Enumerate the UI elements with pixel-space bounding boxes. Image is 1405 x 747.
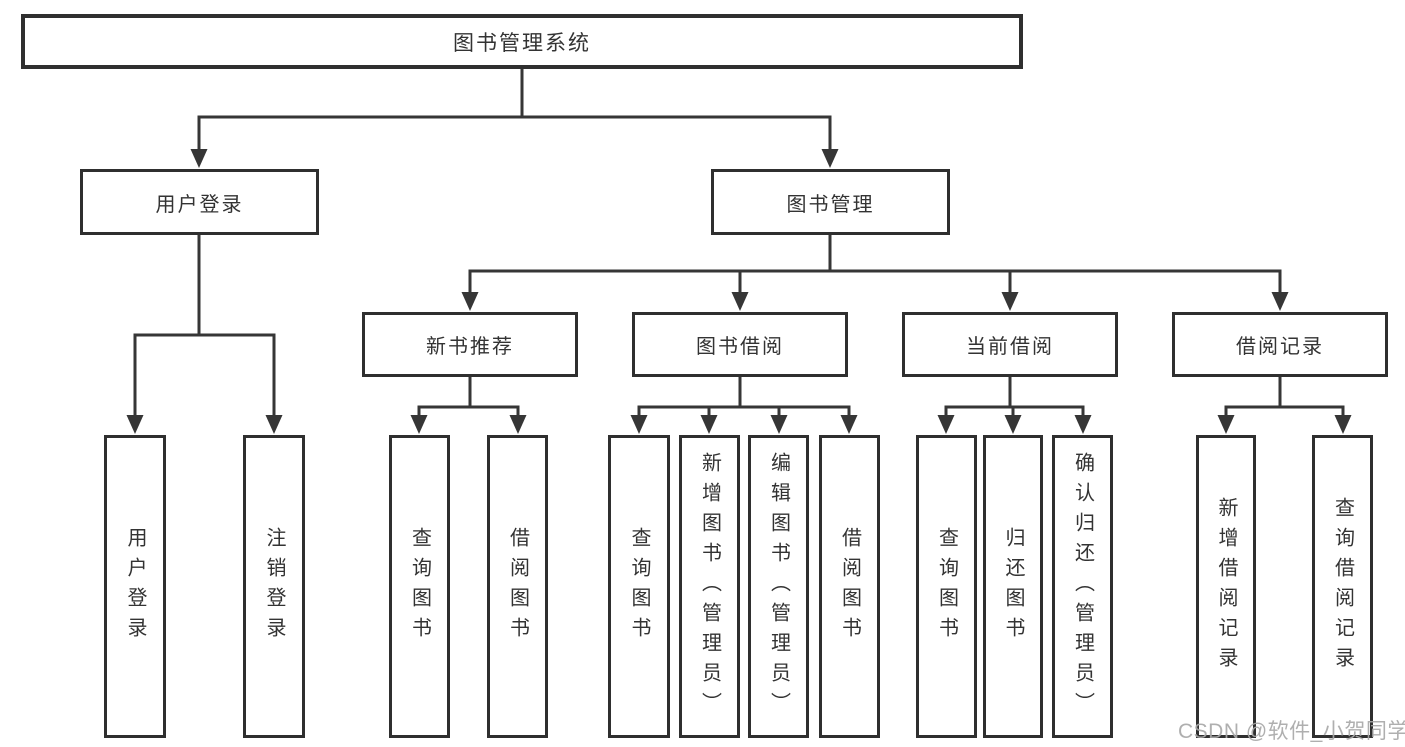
node-borrowing-records: 借阅记录: [1172, 312, 1388, 377]
node-user-login: 用户登录: [80, 169, 319, 235]
leaf-add-borrow-record: 新增借阅记录: [1196, 435, 1256, 738]
leaf-query-books-1-label: 查询图书: [408, 526, 431, 647]
node-current-borrowing: 当前借阅: [902, 312, 1118, 377]
leaf-add-book-admin-label: 新增图书（管理员）: [698, 451, 721, 722]
leaf-logout-label: 注销登录: [263, 526, 285, 647]
node-book-borrowing: 图书借阅: [632, 312, 848, 377]
leaf-user-login-label: 用户登录: [124, 526, 146, 647]
leaf-query-borrow-record-label: 查询借阅记录: [1331, 496, 1354, 677]
arrowheads: [126, 149, 1352, 434]
leaf-borrow-books-2-label: 借阅图书: [838, 526, 861, 647]
leaf-query-books-3-label: 查询图书: [935, 526, 958, 647]
node-library-system: 图书管理系统: [21, 14, 1023, 69]
leaf-query-books-2-label: 查询图书: [628, 526, 650, 647]
node-new-book-recommendation: 新书推荐: [362, 312, 578, 377]
leaf-return-books: 归还图书: [983, 435, 1043, 738]
leaf-user-login: 用户登录: [104, 435, 166, 738]
leaf-return-books-label: 归还图书: [1002, 526, 1024, 647]
leaf-add-borrow-record-label: 新增借阅记录: [1215, 496, 1237, 677]
leaf-query-books-2: 查询图书: [608, 435, 670, 738]
leaf-borrow-books-1: 借阅图书: [487, 435, 548, 738]
leaf-confirm-return-admin: 确认归还（管理员）: [1052, 435, 1113, 738]
leaf-borrow-books-1-label: 借阅图书: [506, 526, 529, 647]
leaf-borrow-books-2: 借阅图书: [819, 435, 880, 738]
leaf-query-books-3: 查询图书: [916, 435, 977, 738]
leaf-edit-book-admin: 编辑图书（管理员）: [748, 435, 809, 738]
leaf-logout: 注销登录: [243, 435, 305, 738]
leaf-query-borrow-record: 查询借阅记录: [1312, 435, 1373, 738]
csdn-watermark: CSDN @软件_小贺同学: [1178, 720, 1405, 743]
leaf-edit-book-admin-label: 编辑图书（管理员）: [767, 451, 790, 722]
leaf-query-books-1: 查询图书: [389, 435, 450, 738]
leaf-add-book-admin: 新增图书（管理员）: [679, 435, 740, 738]
leaf-confirm-return-admin-label: 确认归还（管理员）: [1071, 451, 1094, 722]
node-book-management: 图书管理: [711, 169, 950, 235]
